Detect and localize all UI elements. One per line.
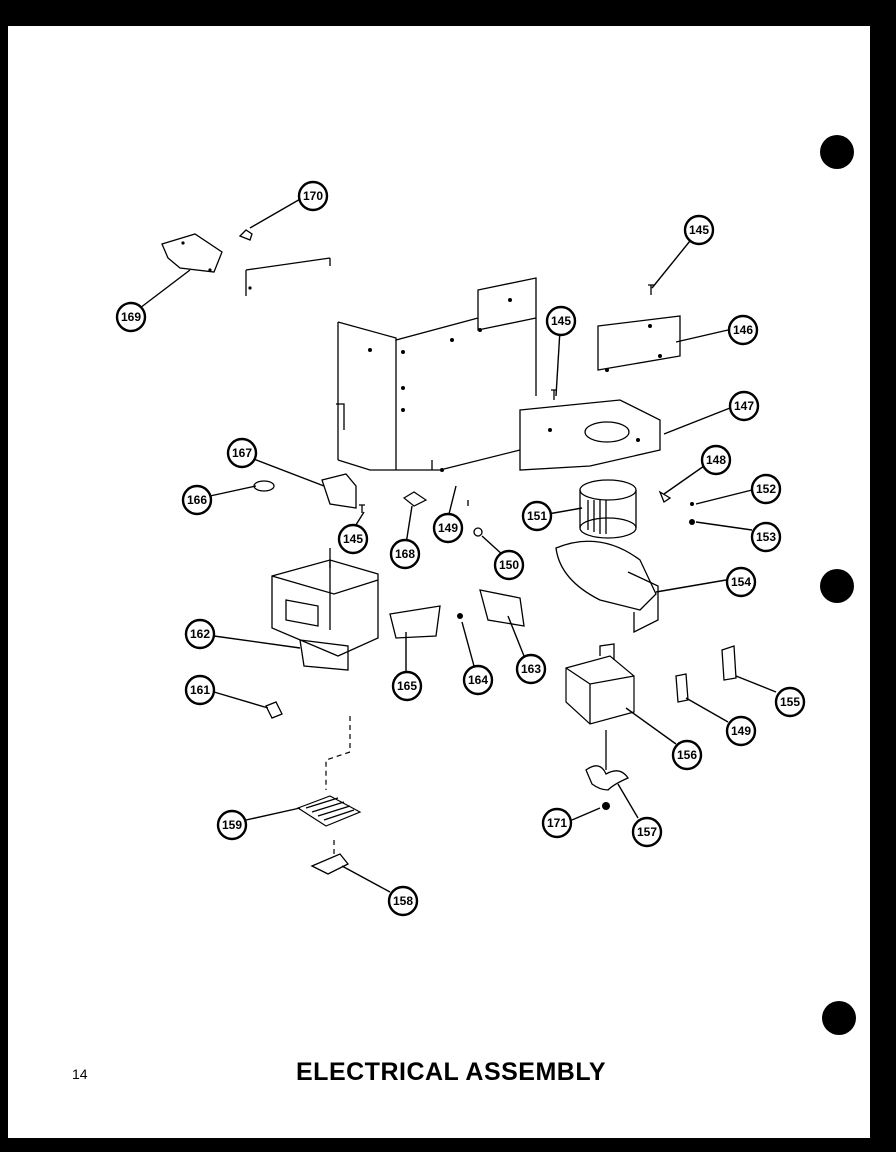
callout-145: 145 <box>683 214 715 246</box>
callout-149: 149 <box>432 512 464 544</box>
part-161-sensor <box>265 701 283 719</box>
svg-text:150: 150 <box>499 558 519 572</box>
callout-163: 163 <box>515 653 547 685</box>
part-148-clip <box>658 490 672 503</box>
callout-161: 161 <box>184 674 216 706</box>
svg-text:167: 167 <box>232 446 252 460</box>
part-169-bracket <box>161 233 331 296</box>
svg-text:153: 153 <box>756 530 776 544</box>
page-title: ELECTRICAL ASSEMBLY <box>296 1058 607 1086</box>
callout-166: 166 <box>181 484 213 516</box>
callout-158: 158 <box>387 885 419 917</box>
callout-156: 156 <box>671 739 703 771</box>
part-158-clip <box>310 853 350 875</box>
part-162-magnetron <box>271 548 379 671</box>
svg-text:165: 165 <box>397 679 417 693</box>
svg-text:152: 152 <box>756 482 776 496</box>
callout-155: 155 <box>774 686 806 718</box>
part-166-ring <box>253 480 275 492</box>
svg-text:169: 169 <box>121 310 141 324</box>
part-155-bracket <box>721 645 737 681</box>
svg-text:168: 168 <box>395 547 415 561</box>
svg-text:155: 155 <box>780 695 800 709</box>
svg-text:171: 171 <box>547 816 567 830</box>
svg-text:147: 147 <box>734 399 754 413</box>
svg-text:164: 164 <box>468 673 488 687</box>
part-149-bracket <box>675 673 689 703</box>
binder-hole-top <box>820 135 854 169</box>
part-157-fan-blade <box>585 730 629 791</box>
part-146-bracket <box>597 315 681 372</box>
svg-text:159: 159 <box>222 818 242 832</box>
svg-text:148: 148 <box>706 453 726 467</box>
svg-text:145: 145 <box>551 314 571 328</box>
callout-153: 153 <box>750 521 782 553</box>
part-170-clip <box>238 229 253 241</box>
callout-146: 146 <box>727 314 759 346</box>
callout-154: 154 <box>725 566 757 598</box>
callout-149: 149 <box>725 715 757 747</box>
svg-text:163: 163 <box>521 662 541 676</box>
part-149-screw <box>431 460 469 506</box>
callout-147: 147 <box>728 390 760 422</box>
svg-text:154: 154 <box>731 575 751 589</box>
svg-text:149: 149 <box>731 724 751 738</box>
chassis-panel <box>336 277 537 472</box>
svg-text:156: 156 <box>677 748 697 762</box>
svg-text:166: 166 <box>187 493 207 507</box>
callout-171: 171 <box>541 807 573 839</box>
part-163-bracket <box>479 589 525 627</box>
part-145-screws <box>359 284 654 513</box>
part-152-screw <box>690 502 694 506</box>
svg-text:151: 151 <box>527 509 547 523</box>
svg-text:162: 162 <box>190 627 210 641</box>
part-165-thermal <box>389 605 441 639</box>
svg-text:145: 145 <box>343 532 363 546</box>
svg-text:170: 170 <box>303 189 323 203</box>
callout-157: 157 <box>631 816 663 848</box>
callout-159: 159 <box>216 809 248 841</box>
part-154-duct <box>555 540 659 634</box>
svg-text:158: 158 <box>393 894 413 908</box>
part-167-bracket <box>321 473 357 509</box>
part-164-screw <box>457 613 463 619</box>
callout-150: 150 <box>493 549 525 581</box>
binder-hole-middle <box>820 569 854 603</box>
part-156-fan-motor <box>565 643 635 725</box>
part-171-nut <box>602 802 610 810</box>
callout-167: 167 <box>226 437 258 469</box>
part-147-motor-mount <box>519 399 661 471</box>
callout-148: 148 <box>700 444 732 476</box>
binder-hole-bottom <box>822 1001 856 1035</box>
part-150-washer <box>473 527 483 537</box>
callout-170: 170 <box>297 180 329 212</box>
svg-text:146: 146 <box>733 323 753 337</box>
callout-151: 151 <box>521 500 553 532</box>
svg-text:149: 149 <box>438 521 458 535</box>
callout-152: 152 <box>750 473 782 505</box>
svg-text:145: 145 <box>689 223 709 237</box>
callout-165: 165 <box>391 670 423 702</box>
callout-145: 145 <box>545 305 577 337</box>
callout-162: 162 <box>184 618 216 650</box>
callout-145: 145 <box>337 523 369 555</box>
svg-text:161: 161 <box>190 683 210 697</box>
assembly-line-magnetron <box>325 716 351 790</box>
callout-168: 168 <box>389 538 421 570</box>
part-159-grille <box>296 795 362 827</box>
callout-169: 169 <box>115 301 147 333</box>
leader-lines <box>139 197 777 893</box>
part-151-motor <box>579 479 637 539</box>
svg-text:157: 157 <box>637 825 657 839</box>
part-168-clip <box>402 491 428 507</box>
page-number: 14 <box>72 1066 88 1082</box>
part-153-nut <box>689 519 695 525</box>
callout-164: 164 <box>462 664 494 696</box>
